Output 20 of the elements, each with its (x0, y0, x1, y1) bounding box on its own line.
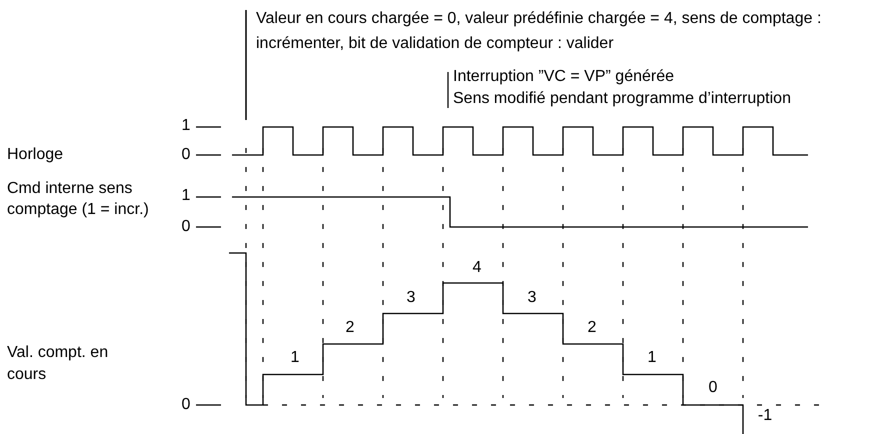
count-value: 2 (588, 318, 596, 338)
count-value: 3 (406, 288, 416, 308)
count-value: -1 (758, 406, 772, 426)
annotation-note: Interruption ”VC = VP” générée (453, 67, 674, 87)
signal-name: Val. compt. en cours (7, 343, 110, 385)
count-value: 2 (346, 318, 354, 338)
signal-name: Horloge (7, 145, 64, 165)
count-value: 1 (648, 348, 656, 368)
level-label: 1 (182, 186, 190, 206)
count-value: 4 (472, 258, 482, 278)
count-value: 3 (528, 288, 536, 308)
level-label: 0 (182, 395, 190, 415)
level-label: 0 (182, 145, 190, 165)
count-value: 1 (290, 348, 300, 368)
annotation-note: Sens modifié pendant programme d’interruption (453, 89, 791, 109)
level-label: 1 (182, 116, 190, 136)
count-value: 0 (708, 378, 718, 398)
level-label: 0 (182, 217, 190, 237)
signal-name: Cmd interne sens comptage (1 = incr.) (7, 179, 150, 220)
annotation-note: Valeur en cours chargée = 0, valeur prédéfinie chargée = 4, sens de comptage : incrémenter, bit de validation de compteur : valider (256, 9, 822, 54)
